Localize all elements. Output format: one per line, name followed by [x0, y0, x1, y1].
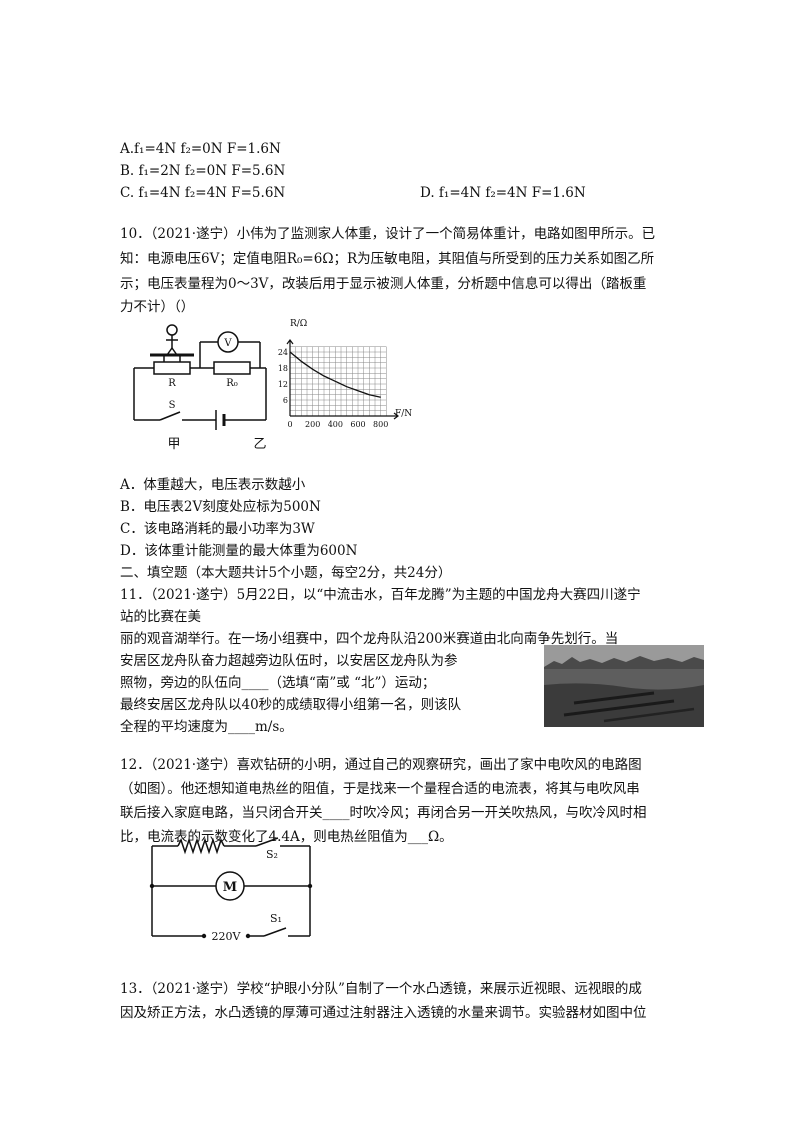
q10-stem-line1: 10．（2021·遂宁）小伟为了监测家人体重，设计了一个简易体重计，电路如图甲所…	[120, 226, 656, 242]
x-tick-label: 200	[305, 420, 320, 429]
y-tick-label: 12	[278, 380, 288, 389]
q11-line3: 丽的观音湖举行。在一场小组赛中，四个龙舟队沿200米赛道由北向南争先划行。当	[120, 631, 619, 647]
q10-option-c: C．该电路消耗的最小功率为3W	[120, 521, 315, 537]
q9-option-c: C. f₁=4N f₂=4N F=5.6N	[120, 185, 286, 201]
caption-yi: 乙	[253, 437, 266, 452]
q12-line1: 12．（2021·遂宁）喜欢钻研的小明，通过自己的观察研究，画出了家中电吹风的电…	[120, 757, 642, 773]
label-voltmeter: V	[223, 338, 232, 349]
figure-yi-chart: 0 200 400 600 800 6 12 18 24 R/Ω F/N	[278, 319, 412, 429]
q13-line2: 因及矫正方法，水凸透镜的厚薄可通过注射器注入透镜的水量来调节。实验器材如图中位	[120, 1005, 647, 1021]
figure-hair-dryer-circuit: S₂ M S₁ 220V	[149, 837, 313, 943]
figure-jia-circuit: R R₀ V S 甲 乙	[133, 324, 267, 452]
label-switch-s: S	[169, 400, 176, 411]
x-axis	[290, 412, 399, 420]
q12-line2: （如图）。他还想知道电热丝的阻值，于是找来一个量程合适的电流表，将其与电吹风串	[120, 781, 640, 797]
q11-line7: 全程的平均速度为____m/s。	[120, 719, 293, 735]
x-tick-label: 400	[328, 420, 343, 429]
section-2-heading: 二、填空题（本大题共计5个小题，每空2分，共24分）	[120, 565, 452, 581]
label-s2: S₂	[266, 848, 278, 861]
label-s1: S₁	[270, 912, 282, 925]
x-axis-label: F/N	[395, 409, 412, 419]
label-220v: 220V	[212, 930, 242, 943]
q11-line5: 照物，旁边的队伍向____（选填“南”或 “北”）运动；	[120, 675, 436, 691]
q12-line4: 比，电流表的示数变化了4.4A，则电热丝阻值为___Ω。	[120, 829, 453, 845]
q11-line6: 最终安居区龙舟队以40秒的成绩取得小组第一名，则该队	[120, 697, 462, 713]
label-r: R	[168, 378, 176, 389]
q9-option-a: A.f₁=4N f₂=0N F=1.6N	[120, 141, 281, 157]
q10-stem-line2: 知：电源电压6V；定值电阻R₀=6Ω；R为压敏电阻，其阻值与所受到的压力关系如图…	[120, 251, 655, 267]
q11-line4: 安居区龙舟队奋力超越旁边队伍时，以安居区龙舟队为参	[120, 653, 458, 669]
dragon-boat-photo	[544, 645, 704, 727]
y-tick-label: 24	[278, 348, 288, 357]
q10-option-b: B．电压表2V刻度处应标为500N	[120, 499, 321, 515]
q11-line1: 11．（2021·遂宁）5月22日，以“中流击水，百年龙腾”为主题的中国龙舟大赛…	[120, 587, 641, 603]
y-tick-label: 6	[283, 396, 288, 405]
x-tick-label: 600	[350, 420, 365, 429]
caption-jia: 甲	[167, 437, 180, 452]
q10-option-a: A．体重越大，电压表示数越小	[120, 477, 306, 493]
series-line-r-vs-f	[289, 351, 381, 398]
y-axis-label: R/Ω	[290, 319, 307, 329]
q10-stem-line4: 力不计）（）	[120, 299, 195, 315]
motor-label: M	[223, 880, 237, 895]
q13-line1: 13．（2021·遂宁）学校“护眼小分队”自制了一个水凸透镜，来展示近视眼、远视…	[120, 981, 642, 997]
label-r0: R₀	[226, 378, 238, 389]
q9-option-b: B. f₁=2N f₂=0N F=5.6N	[120, 163, 286, 179]
x-tick-label: 800	[373, 420, 388, 429]
q9-option-d: D. f₁=4N f₂=4N F=1.6N	[420, 185, 586, 201]
q11-line2: 站的比赛在美	[120, 609, 201, 625]
x-tick-label: 0	[287, 420, 292, 429]
y-tick-label: 18	[278, 364, 288, 373]
q12-line3: 联后接入家庭电路，当只闭合开关____时吹冷风；再闭合另一开关吹热风，与吹冷风时…	[120, 805, 647, 821]
chart-grid	[289, 346, 387, 417]
q10-option-d: D．该体重计能测量的最大体重为600N	[120, 543, 358, 559]
q10-stem-line3: 示；电压表量程为0～3V，改装后用于显示被测人体重，分析题中信息可以得出（踏板重	[120, 276, 647, 292]
